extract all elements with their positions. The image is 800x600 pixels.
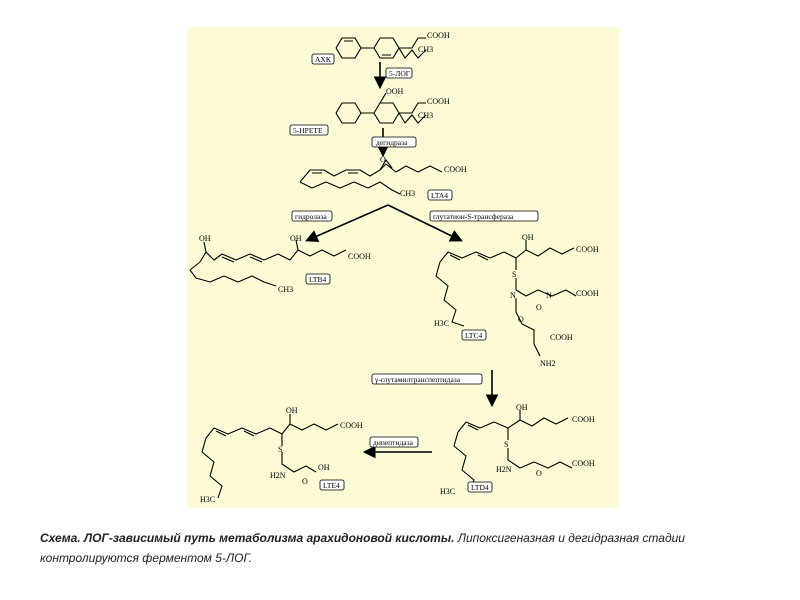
ltc4-nh2: NH2 — [540, 359, 556, 368]
ltb4-label: LTB4 — [309, 275, 326, 284]
aa-cooh: COOH — [427, 31, 450, 40]
ltc4-s: S — [512, 270, 516, 279]
lte4-h2n: H2N — [270, 471, 286, 480]
hydrolase-label-box — [291, 210, 333, 222]
ltc4-n-h: N — [510, 291, 516, 300]
lte4-label-box — [319, 479, 345, 491]
ltc4-cooh-3: COOH — [550, 333, 573, 342]
hpete-label: 5-НРЕТЕ — [293, 126, 323, 135]
enzyme-gst: глутатион-S-трансфераза — [433, 212, 514, 221]
hpete-structure: OOH COOH CH3 — [335, 87, 450, 124]
ltc4-h3c: H3C — [434, 319, 449, 328]
ltb4-ch3: CH3 — [278, 285, 293, 294]
figure-caption: Схема. ЛОГ-зависимый путь метаболизма ар… — [40, 528, 760, 568]
ltd4-label: LTD4 — [471, 483, 489, 492]
ltb4-oh-1: OH — [199, 234, 211, 243]
ltb4-oh-2: OH — [290, 234, 302, 243]
enzyme-hydrolase: гидролаза — [295, 212, 327, 221]
enzyme-log5: 5-ЛОГ — [389, 69, 411, 78]
hpete-ooh: OOH — [386, 87, 404, 96]
ltd4-label-box — [467, 481, 493, 493]
ltd4-s: S — [504, 440, 508, 449]
lte4-o: O — [302, 477, 308, 486]
log5-label-box — [385, 67, 413, 79]
ltd4-cooh-2: COOH — [572, 459, 595, 468]
ltc4-oh: OH — [522, 233, 534, 242]
scheme-panel — [187, 27, 619, 508]
arrow-lta4-to-ltb4 — [305, 204, 389, 243]
enzyme-ggt: γ-глутамилтранспептидаза — [374, 375, 461, 384]
lta4-label-box — [427, 189, 453, 201]
ltc4-structure: OH COOH S N N COOH O O COOH NH2 H3C — [434, 233, 599, 368]
ltd4-o: O — [536, 469, 542, 478]
caption-text: Липоксигеназная и дегидразная стадии кон… — [40, 531, 685, 565]
ltc4-o-2: O — [518, 315, 524, 324]
enzyme-dipeptidase: дипептидаза — [373, 438, 414, 447]
enzyme-dehydrase: дегидраза — [376, 138, 408, 147]
lte4-label: LTE4 — [323, 481, 340, 490]
hpete-label-box — [289, 124, 329, 136]
lte4-cooh: COOH — [340, 421, 363, 430]
ltc4-cooh-2: COOH — [576, 289, 599, 298]
ltd4-oh: OH — [516, 403, 528, 412]
caption-title: Схема. ЛОГ-зависимый путь метаболизма ар… — [40, 531, 455, 545]
ggt-label-box — [371, 373, 483, 385]
gst-label-box — [429, 210, 539, 222]
arachidonic-acid-structure: COOH CH3 — [335, 31, 450, 59]
ltb4-label-box — [305, 273, 331, 285]
lte4-structure: OH COOH S H2N O OH H3C — [200, 406, 363, 504]
aa-label: АХК — [315, 55, 332, 64]
hpete-ch3: CH3 — [418, 111, 433, 120]
ltc4-label-box — [461, 329, 487, 341]
aa-label-box — [311, 53, 335, 65]
ltc4-n-h2: N — [546, 291, 552, 300]
lta4-label: LTA4 — [431, 191, 448, 200]
lte4-h3c: H3C — [200, 495, 215, 504]
dehydrase-label-box — [371, 136, 417, 148]
ltc4-cooh-1: COOH — [576, 245, 599, 254]
ltd4-h3c: H3C — [440, 487, 455, 496]
lta4-structure: O COOH CH3 — [299, 155, 467, 198]
ltd4-cooh-1: COOH — [572, 415, 595, 424]
lte4-s: S — [278, 445, 282, 454]
ltc4-label: LTC4 — [465, 331, 482, 340]
lte4-oh-2: OH — [318, 463, 330, 472]
ltd4-h2n: H2N — [496, 465, 512, 474]
ltd4-structure: OH COOH S H2N O COOH H3C — [440, 403, 595, 496]
hpete-cooh: COOH — [427, 97, 450, 106]
lta4-o: O — [380, 155, 386, 164]
lte4-oh: OH — [286, 406, 298, 415]
pathway-diagram: COOH CH3 АХК 5-ЛОГ OOH COOH CH3 5-НРЕТЕ … — [189, 31, 599, 504]
arrow-lta4-to-ltc4 — [387, 204, 463, 242]
lta4-cooh: COOH — [444, 165, 467, 174]
ltc4-o-1: O — [536, 303, 542, 312]
ltb4-cooh: COOH — [348, 252, 371, 261]
lta4-ch3: CH3 — [400, 189, 415, 198]
ltb4-structure: OH OH COOH CH3 — [189, 234, 371, 294]
aa-ch3: CH3 — [418, 45, 433, 54]
dipeptidase-label-box — [369, 436, 419, 448]
